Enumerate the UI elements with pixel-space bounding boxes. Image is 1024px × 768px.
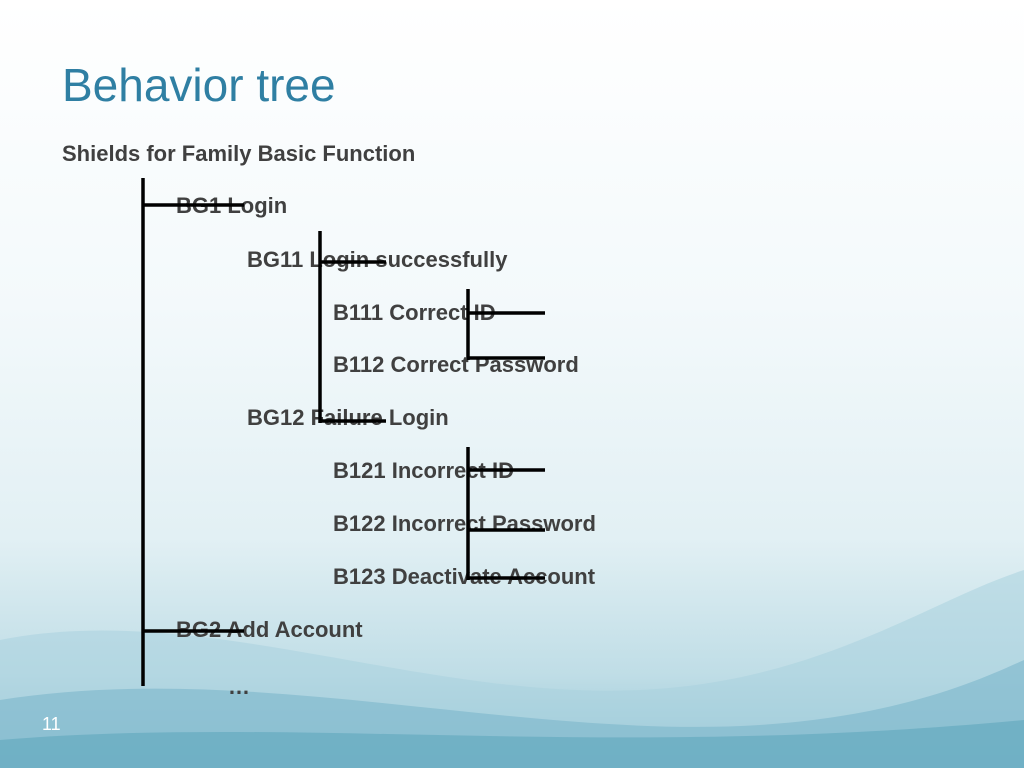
tree-node-b111: B111 Correct ID xyxy=(333,300,496,325)
tree-node-bg2: BG2 Add Account xyxy=(176,617,363,642)
tree-node-bg1: BG1 Login xyxy=(176,193,288,218)
slide-title: Behavior tree xyxy=(62,59,336,111)
tree-node-b123: B123 Deactivate Account xyxy=(333,564,596,589)
page-number: 11 xyxy=(42,714,61,734)
tree-ellipsis: … xyxy=(228,674,250,699)
tree-node-bg12: BG12 Failure Login xyxy=(247,405,449,430)
slide-subtitle: Shields for Family Basic Function xyxy=(62,141,416,166)
tree-node-b112: B112 Correct Password xyxy=(333,352,579,377)
tree-node-b121: B121 Incorrect ID xyxy=(333,458,514,483)
tree-node-b122: B122 Incorrect Password xyxy=(333,511,596,536)
tree-node-bg11: BG11 Login successfully xyxy=(247,247,508,272)
